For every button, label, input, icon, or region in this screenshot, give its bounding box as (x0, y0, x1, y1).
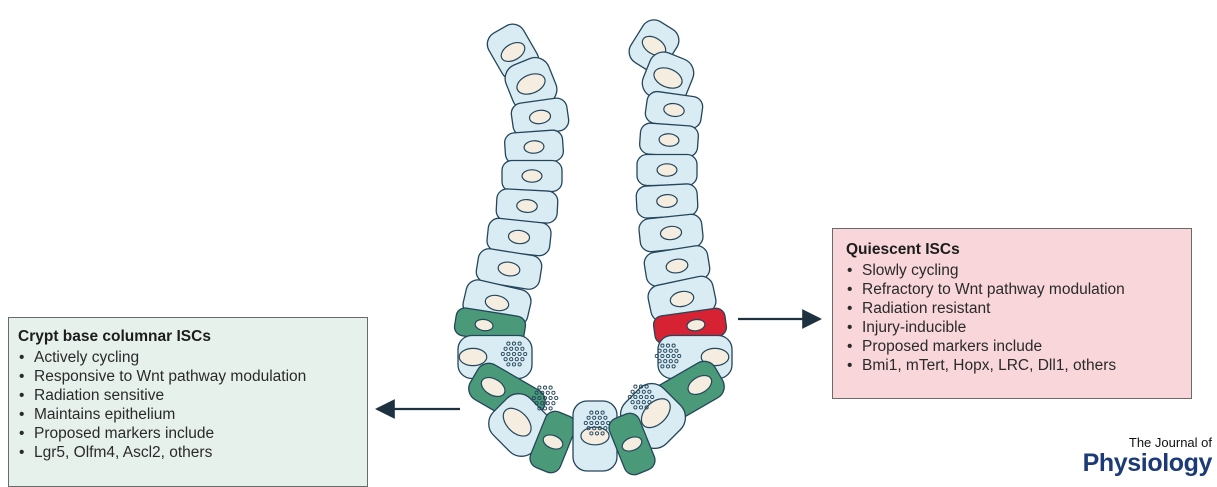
epithelial-cell (504, 130, 564, 165)
cbc-item-5: Proposed markers include (18, 424, 359, 443)
journal-logo: The Journal of Physiology (1082, 436, 1212, 477)
cbc-item-1: Actively cycling (18, 348, 359, 367)
epithelial-cell (636, 183, 699, 218)
cbc-item-2: Responsive to Wnt pathway modulation (18, 367, 359, 386)
cbc-item-4: Maintains epithelium (18, 405, 359, 424)
quiescent-item-3: Radiation resistant (846, 299, 1183, 318)
quiescent-isc-list: Slowly cycling Refractory to Wnt pathway… (846, 261, 1183, 375)
quiescent-isc-title: Quiescent ISCs (846, 241, 1183, 259)
cbc-item-6: Lgr5, Olfm4, Ascl2, others (18, 443, 359, 462)
quiescent-item-5: Proposed markers include (846, 337, 1183, 356)
quiescent-isc-info-box: Quiescent ISCs Slowly cycling Refractory… (832, 228, 1192, 399)
cbc-isc-title: Crypt base columnar ISCs (18, 328, 359, 346)
quiescent-item-1: Slowly cycling (846, 261, 1183, 280)
nucleus (516, 199, 537, 213)
nucleus (522, 170, 542, 182)
epithelial-cell (573, 401, 617, 471)
epithelial-cell (637, 155, 697, 186)
journal-logo-line1: The Journal of (1082, 436, 1212, 450)
cbc-item-3: Radiation sensitive (18, 386, 359, 405)
epithelial-cell (502, 161, 562, 192)
epithelial-cell (639, 123, 699, 158)
cbc-isc-info-box: Crypt base columnar ISCs Actively cyclin… (8, 317, 368, 487)
nucleus (657, 164, 677, 176)
nucleus (459, 348, 487, 365)
crypt-epithelium (453, 15, 732, 478)
journal-logo-line2: Physiology (1082, 450, 1212, 477)
nucleus (656, 194, 677, 208)
cbc-isc-list: Actively cycling Responsive to Wnt pathw… (18, 348, 359, 462)
quiescent-item-6: Bmi1, mTert, Hopx, LRC, Dll1, others (846, 356, 1183, 375)
quiescent-item-4: Injury-inducible (846, 318, 1183, 337)
quiescent-item-2: Refractory to Wnt pathway modulation (846, 280, 1183, 299)
